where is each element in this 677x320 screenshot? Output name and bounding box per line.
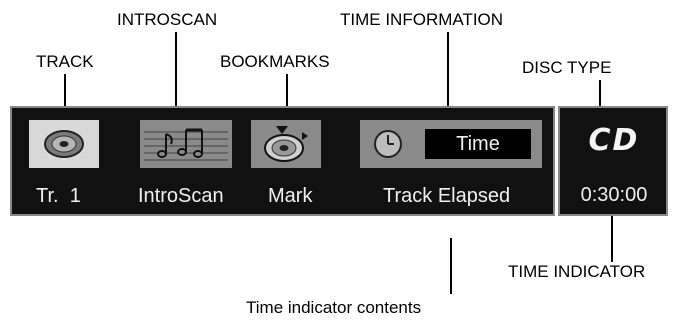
bookmarks-button[interactable] [251, 120, 321, 168]
leader-line-track [64, 74, 66, 130]
disc-type-logo: CD [588, 123, 640, 158]
callout-introscan: INTROSCAN [117, 10, 218, 29]
track-number-label: Tr. 1 [36, 185, 81, 207]
disc-icon [43, 129, 85, 159]
time-mode-label: Track Elapsed [383, 185, 511, 207]
callout-time-indicator-contents: Time indicator contents [246, 298, 422, 317]
leader-line-time-indicator [611, 208, 613, 262]
introscan-label: IntroScan [138, 185, 224, 207]
leader-line-bookmarks [286, 74, 288, 128]
leader-line-disc-type [599, 80, 601, 124]
track-button[interactable] [29, 120, 99, 168]
callout-bookmarks: BOOKMARKS [220, 52, 330, 71]
callout-time-indicator: TIME INDICATOR [508, 262, 646, 281]
leader-line-introscan [175, 32, 177, 130]
leader-line-time-indicator-contents [450, 238, 452, 294]
disc-type-panel [558, 106, 668, 216]
introscan-button[interactable] [140, 120, 232, 168]
mark-label: Mark [268, 185, 313, 207]
clock-icon [372, 128, 404, 160]
leader-line-time-information [447, 32, 449, 130]
time-mode-button[interactable]: Time [425, 129, 531, 159]
callout-time-information: TIME INFORMATION [340, 10, 504, 29]
time-indicator-value: 0:30:00 [580, 184, 648, 206]
bookmark-disc-icon [262, 124, 310, 164]
callout-track: TRACK [36, 52, 94, 71]
music-notes-icon [144, 124, 228, 164]
callout-disc-type: DISC TYPE [522, 58, 612, 77]
